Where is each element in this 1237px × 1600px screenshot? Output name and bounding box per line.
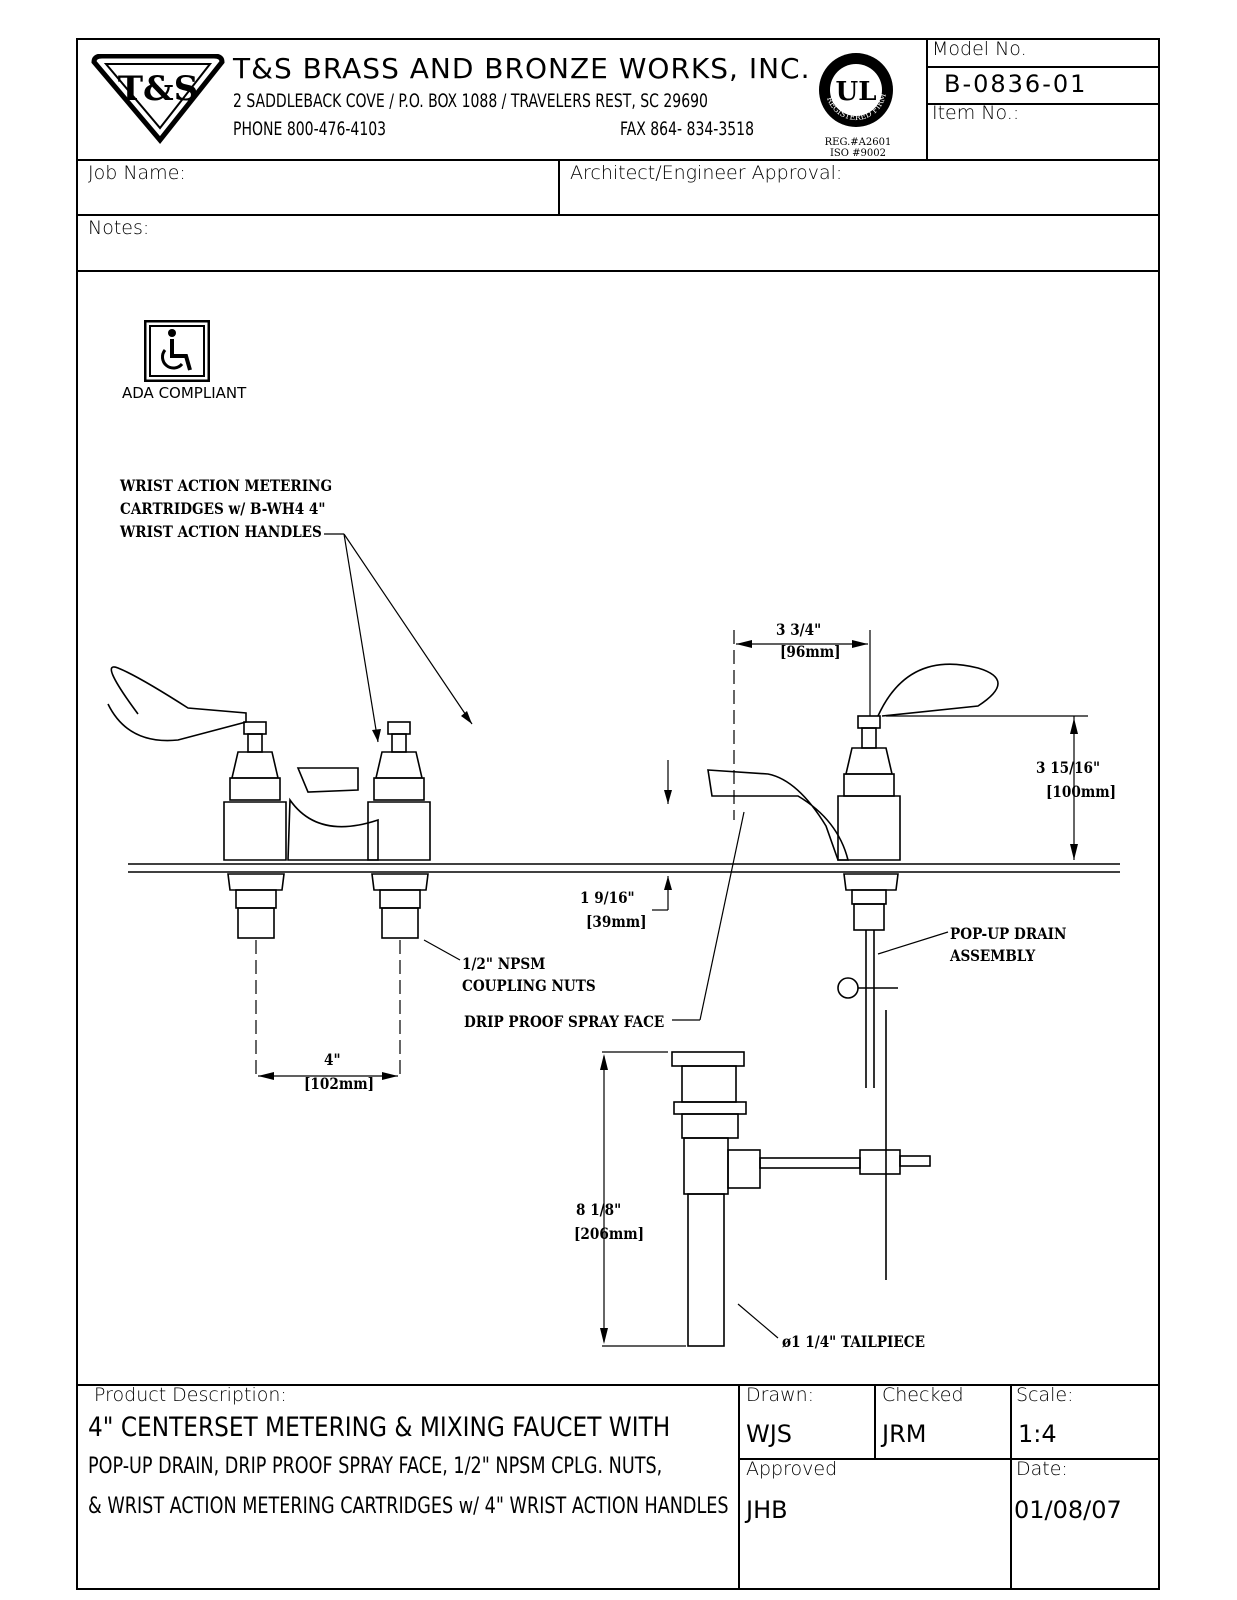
dim-clearance-mm: [39mm] <box>586 912 647 931</box>
callout-cartridges-line3: WRIST ACTION HANDLES <box>120 522 322 541</box>
drawn-label: Drawn: <box>746 1384 815 1406</box>
dim-drain-in: 8 1/8" <box>576 1200 622 1219</box>
product-description-line3: & WRIST ACTION METERING CARTRIDGES w/ 4"… <box>88 1494 729 1519</box>
dim-center-mm: [102mm] <box>304 1074 375 1093</box>
ul-logo-text: UL <box>836 77 877 107</box>
right-spout <box>707 769 850 861</box>
ts-logo-text: T&S <box>118 69 199 109</box>
dim-height-mm: [100mm] <box>1046 782 1117 801</box>
drawing-sheet: T&S T&S BRASS AND BRONZE WORKS, INC. 2 S… <box>76 38 1160 1590</box>
left-handle <box>107 666 247 742</box>
dim-drain-mm: [206mm] <box>574 1224 645 1243</box>
dim-height-in: 3 15/16" <box>1036 758 1101 777</box>
product-description-line2: POP-UP DRAIN, DRIP PROOF SPRAY FACE, 1/2… <box>88 1454 663 1479</box>
ts-logo: T&S <box>91 54 225 144</box>
dim-spout-in: 3 3/4" <box>776 620 822 639</box>
job-name-label: Job Name: <box>88 162 186 184</box>
faucet-drawing <box>107 533 1120 1347</box>
item-label: Item No.: <box>932 102 1020 124</box>
callout-tailpiece: ø1 1/4" TAILPIECE <box>782 1332 925 1351</box>
date-label: Date: <box>1016 1458 1068 1480</box>
iso-number: ISO #9002 <box>830 148 886 158</box>
callout-spray-face: DRIP PROOF SPRAY FACE <box>464 1012 665 1031</box>
date-value: 01/08/07 <box>1014 1496 1122 1524</box>
dim-spout-mm: [96mm] <box>780 642 841 661</box>
callout-cartridges-line1: WRIST ACTION METERING <box>120 476 333 495</box>
product-description-line1: 4" CENTERSET METERING & MIXING FAUCET WI… <box>88 1412 671 1443</box>
scale-label: Scale: <box>1016 1384 1074 1406</box>
scale-value: 1:4 <box>1018 1420 1057 1448</box>
reg-number: REG.#A2601 <box>825 137 892 148</box>
company-fax: FAX 864- 834-3518 <box>620 118 755 140</box>
callout-nuts-line2: COUPLING NUTS <box>462 976 596 995</box>
right-handle <box>877 663 999 717</box>
company-name: T&S BRASS AND BRONZE WORKS, INC. <box>233 52 811 85</box>
dim-clearance-in: 1 9/16" <box>580 888 635 907</box>
drain-flange <box>671 1051 745 1067</box>
company-address: 2 SADDLEBACK COVE / P.O. BOX 1088 / TRAV… <box>233 90 708 112</box>
company-phone: PHONE 800-476-4103 <box>233 118 387 140</box>
callout-popup-line2: ASSEMBLY <box>950 946 1036 965</box>
drawn-value: WJS <box>746 1420 793 1448</box>
checked-value: JRM <box>882 1420 927 1448</box>
ada-label: ADA COMPLIANT <box>122 384 247 402</box>
approved-label: Approved <box>746 1458 838 1480</box>
center-spout <box>296 767 359 793</box>
checked-label: Checked <box>882 1384 964 1406</box>
callout-nuts-line1: 1/2" NPSM <box>462 954 546 973</box>
product-description-label: Product Description: <box>94 1384 287 1406</box>
callout-cartridges-line2: CARTRIDGES w/ B-WH4 4" <box>120 499 326 518</box>
wheelchair-icon <box>144 320 210 382</box>
middle-valve <box>387 721 411 735</box>
approval-label: Architect/Engineer Approval: <box>570 162 843 184</box>
model-value: B-0836-01 <box>944 70 1088 98</box>
callout-popup-line1: POP-UP DRAIN <box>950 924 1067 943</box>
model-label: Model No. <box>932 38 1027 60</box>
dim-center-in: 4" <box>324 1050 341 1069</box>
ul-logo: UL REGISTERED FIRM REG.#A2601 ISO #9002 <box>819 53 893 158</box>
notes-label: Notes: <box>88 217 150 239</box>
approved-value: JHB <box>746 1496 788 1524</box>
tailpiece <box>687 1193 725 1347</box>
